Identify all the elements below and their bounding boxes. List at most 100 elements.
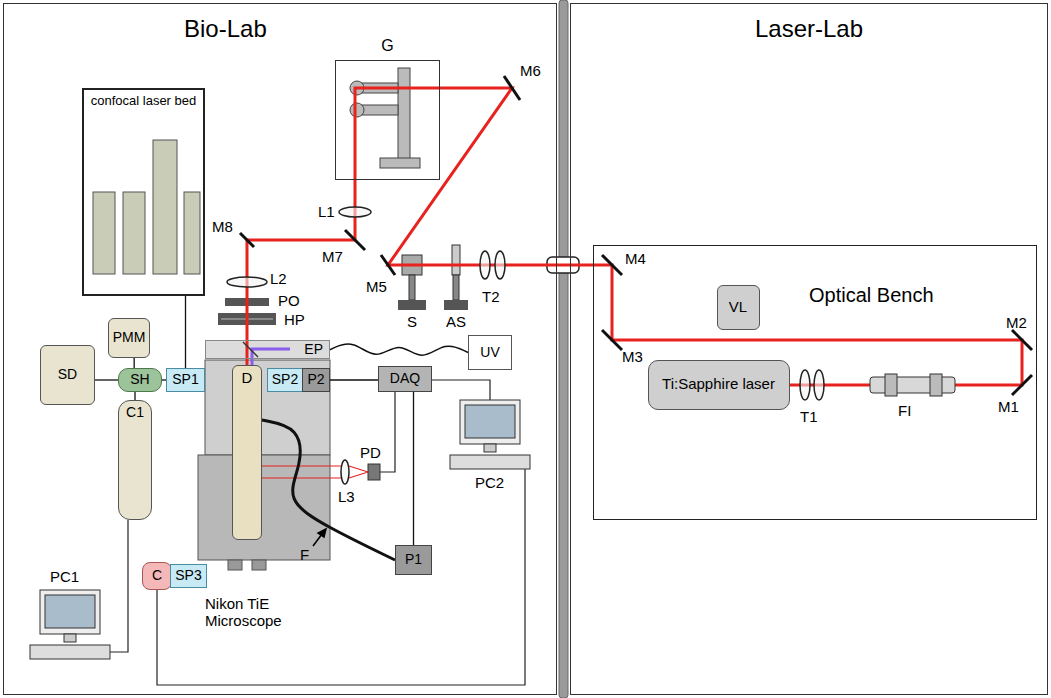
cable-connector bbox=[413, 392, 414, 545]
node-text: D bbox=[242, 370, 253, 387]
label-slot: Nikon TiE Microscope bbox=[205, 596, 305, 629]
label-slot: F bbox=[300, 546, 309, 564]
cable-connector bbox=[262, 420, 395, 560]
node-text: VL bbox=[729, 299, 747, 316]
mirror-label: M2 bbox=[1006, 314, 1027, 331]
laser-units bbox=[93, 140, 200, 274]
mirror-label: M3 bbox=[622, 348, 643, 365]
label-slot: FI bbox=[898, 402, 911, 420]
computer-icon bbox=[450, 400, 530, 469]
node-text: C1 bbox=[126, 405, 144, 420]
lens-label: T2 bbox=[482, 288, 500, 305]
part-label: PO bbox=[278, 292, 300, 309]
dichroic-mirror bbox=[243, 342, 258, 357]
node-text: P1 bbox=[405, 552, 422, 567]
lab-panel: Bio-LabGconfocal laser bedPMMSDSHSP1EPUV… bbox=[3, 3, 557, 695]
aperture-stop bbox=[444, 245, 468, 310]
computer-label: PC1 bbox=[50, 568, 79, 585]
mirror-label: M1 bbox=[998, 398, 1019, 415]
node-text: SD bbox=[58, 367, 77, 382]
lens-label: L3 bbox=[338, 488, 355, 505]
scan-head-box: SH bbox=[118, 368, 162, 392]
label-slot: PC2 bbox=[475, 474, 504, 492]
node-text: C bbox=[152, 568, 162, 583]
label-slot: PC1 bbox=[50, 568, 79, 586]
optical-bench: Optical BenchVL Ti:Sapphire laser bbox=[593, 245, 1037, 520]
scan-detector-box: SD bbox=[40, 345, 95, 405]
node-text: PMM bbox=[113, 330, 146, 345]
dichroic-turret: D bbox=[232, 365, 262, 540]
label-slot: PO bbox=[278, 292, 300, 310]
label-slot: M8 bbox=[212, 218, 233, 236]
detection-path bbox=[262, 466, 368, 478]
computer-label: PC2 bbox=[475, 474, 504, 491]
label-slot: HP bbox=[284, 311, 305, 329]
leader-arrow bbox=[313, 529, 326, 546]
part-label: HP bbox=[284, 311, 305, 328]
side-port-box: SP1 bbox=[166, 368, 205, 392]
laser-beam bbox=[247, 88, 1022, 385]
part-label: PD bbox=[360, 444, 381, 461]
computer-icon bbox=[30, 590, 110, 659]
label-slot: PD bbox=[360, 444, 381, 462]
lens-label: L1 bbox=[318, 203, 335, 220]
lens-label: T1 bbox=[800, 408, 818, 425]
node-text: SP1 bbox=[172, 372, 198, 387]
cable-connector bbox=[330, 379, 378, 380]
node-text: SH bbox=[130, 372, 149, 387]
side-port-box: SP2 bbox=[267, 368, 303, 392]
mirror bbox=[240, 76, 1032, 395]
node-text: EP bbox=[304, 342, 323, 357]
node-text: SP2 bbox=[272, 372, 298, 387]
label-slot: AS bbox=[446, 313, 466, 331]
laser-box: Ti:Sapphire laser bbox=[648, 360, 790, 410]
wall bbox=[559, 0, 568, 698]
label-slot: T1 bbox=[800, 408, 818, 426]
node-text: SP3 bbox=[175, 568, 201, 583]
label-slot: S bbox=[407, 313, 417, 331]
label-slot: M6 bbox=[520, 62, 541, 80]
label-slot: L2 bbox=[270, 270, 287, 288]
port-box: P2 bbox=[302, 368, 330, 392]
lens-label: L2 bbox=[270, 270, 287, 287]
lens bbox=[227, 207, 824, 484]
label-slot: T2 bbox=[482, 288, 500, 306]
label-slot: M4 bbox=[625, 250, 646, 268]
node-text: DAQ bbox=[390, 371, 420, 386]
cable-connector bbox=[134, 392, 135, 400]
part-label: AS bbox=[446, 313, 466, 330]
cable-connector bbox=[185, 296, 186, 368]
label-slot: L1 bbox=[318, 203, 335, 221]
label-slot: M3 bbox=[622, 348, 643, 366]
camera-box: C bbox=[142, 562, 172, 590]
port-box: P1 bbox=[395, 545, 432, 575]
daq-box: DAQ bbox=[378, 366, 432, 392]
laser-bed-box: confocal laser bed bbox=[82, 88, 205, 296]
fiber-label: F bbox=[300, 546, 309, 563]
galvo-scanner bbox=[350, 68, 420, 168]
label-slot: M5 bbox=[366, 278, 387, 296]
visible-laser-box: VL bbox=[717, 285, 760, 330]
galvo-box: G bbox=[335, 60, 440, 180]
shutter bbox=[398, 255, 426, 310]
label-slot: M7 bbox=[322, 248, 343, 266]
node-text: Optical Bench bbox=[809, 284, 934, 306]
microscope-body bbox=[198, 360, 330, 570]
side-port-box: SP3 bbox=[170, 564, 206, 588]
node-text: confocal laser bed bbox=[91, 94, 197, 108]
label-slot: M1 bbox=[998, 398, 1019, 416]
label-slot: L3 bbox=[338, 488, 355, 506]
node-text: Ti:Sapphire laser bbox=[662, 376, 775, 393]
faraday-isolator bbox=[870, 374, 955, 396]
node-text: UV bbox=[480, 345, 499, 360]
node-text: Laser-Lab bbox=[755, 16, 863, 42]
instrument-label: Nikon TiE Microscope bbox=[205, 596, 305, 629]
node-text: Bio-Lab bbox=[184, 16, 267, 42]
mirror-label: M4 bbox=[625, 250, 646, 267]
mirror-label: M7 bbox=[322, 248, 343, 265]
photodiode bbox=[368, 464, 380, 480]
controller-box: C1 bbox=[118, 400, 152, 520]
cable-connector bbox=[330, 344, 468, 355]
excitation-port: EP bbox=[205, 340, 330, 359]
part-label: S bbox=[407, 313, 417, 330]
